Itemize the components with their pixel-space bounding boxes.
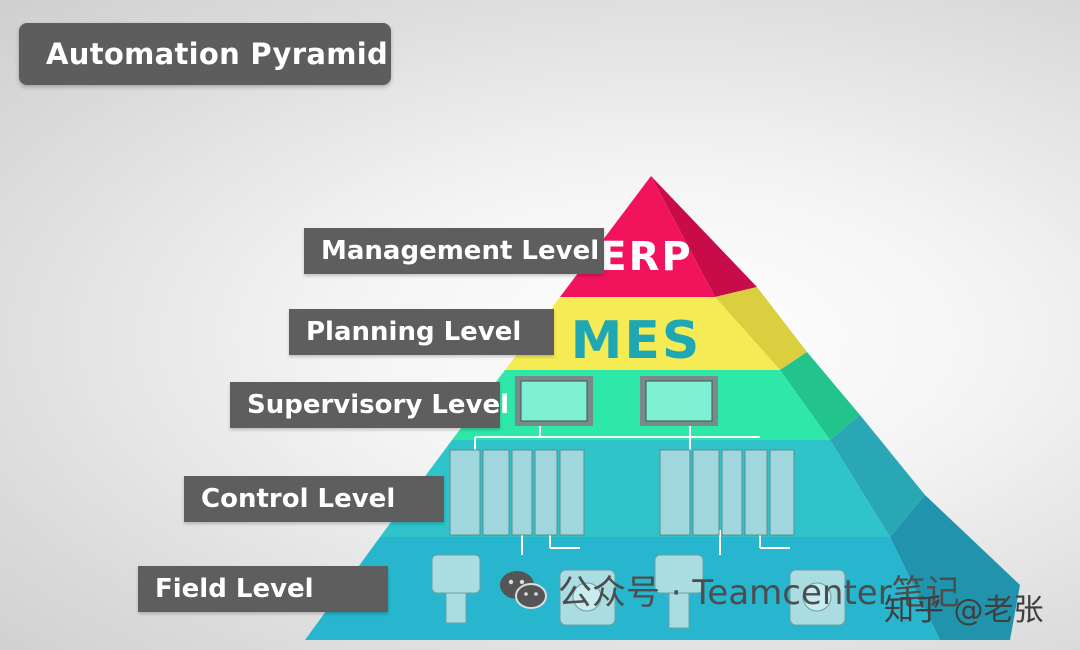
- diagram-title: Automation Pyramid: [19, 23, 391, 85]
- mes-layer: [505, 297, 780, 370]
- field-device-icon: [431, 554, 846, 629]
- management-level-label: Management Level: [304, 228, 604, 274]
- field-side-face: [890, 495, 1020, 640]
- plc-rack-icon: [659, 449, 795, 536]
- mes-side-face: [715, 287, 807, 370]
- wechat-icon: [500, 570, 547, 609]
- wechat-watermark-text: 公众号 · Teamcenter笔记: [558, 573, 960, 613]
- field-level-label: Field Level: [138, 566, 388, 612]
- erp-side-face: [651, 176, 757, 297]
- plc-rack-icon: [449, 449, 585, 536]
- supervisory-level-label: Supervisory Level: [230, 382, 509, 428]
- hmi-screen-icon: [640, 376, 718, 426]
- mes-label: MES: [571, 311, 702, 371]
- wechat-watermark: 公众号 · Teamcenter笔记: [498, 565, 960, 614]
- erp-label: ERP: [599, 234, 692, 280]
- supervisory-side-face: [780, 352, 860, 440]
- control-side-face: [830, 415, 925, 537]
- zhihu-watermark: 知乎 @老张: [884, 593, 1044, 628]
- planning-level-label: Planning Level: [289, 309, 554, 355]
- control-level-label: Control Level: [184, 476, 444, 522]
- hmi-screen-icon: [515, 376, 593, 426]
